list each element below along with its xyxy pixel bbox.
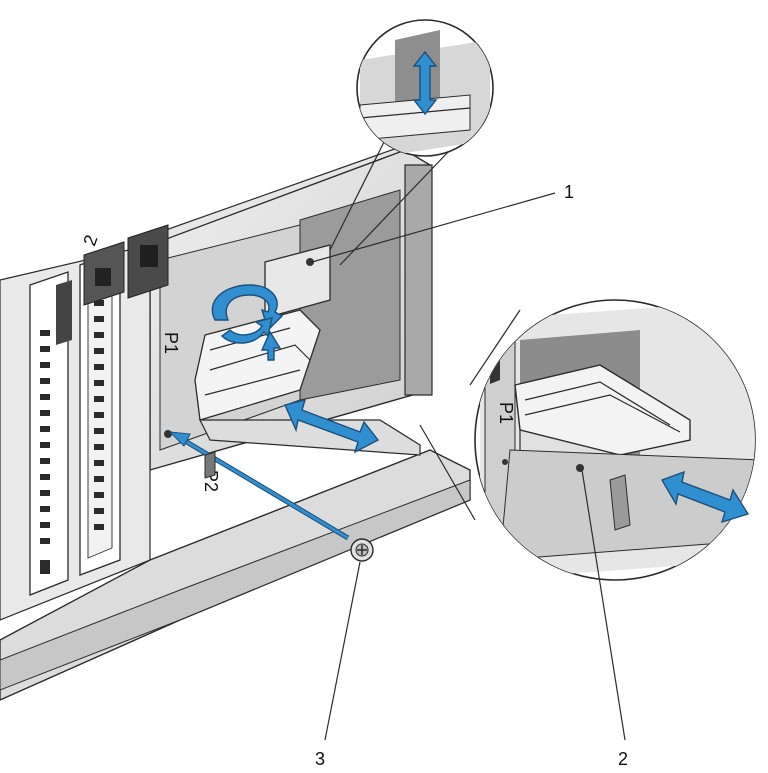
zoom-detail-right: P1 xyxy=(420,300,760,580)
left-expansion-card-1 xyxy=(30,272,72,595)
slot-label-p1: P1 xyxy=(161,332,181,354)
left-expansion-card-2: 2 xyxy=(79,232,124,575)
card-slot-number: 2 xyxy=(79,232,101,248)
zoom-slot-label-p1: P1 xyxy=(496,402,516,424)
callout-1-label: 1 xyxy=(564,182,574,202)
callout-3: 3 xyxy=(315,562,360,769)
callout-3-label: 3 xyxy=(315,749,325,769)
rear-latch xyxy=(128,225,168,298)
callout-2-label: 2 xyxy=(618,749,628,769)
